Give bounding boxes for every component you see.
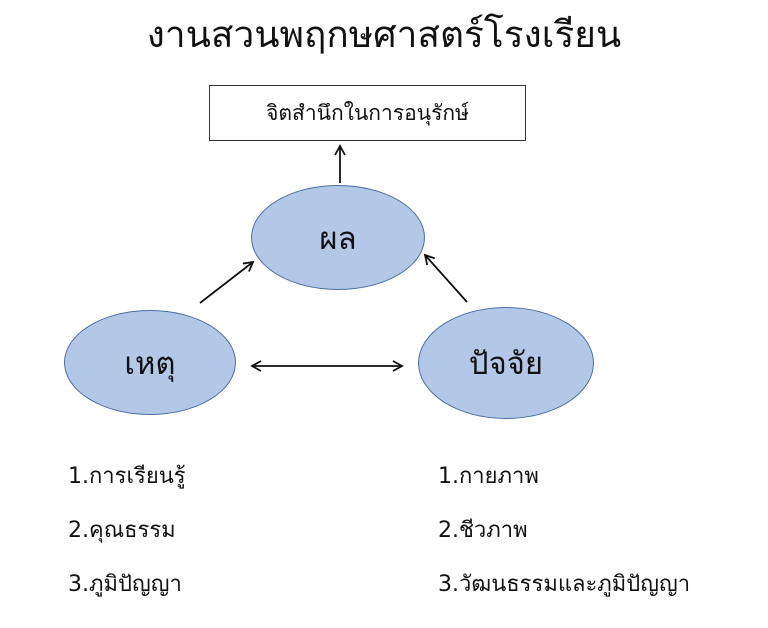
node-result-label: ผล: [319, 220, 357, 257]
node-cause-label: เหตุ: [124, 345, 176, 382]
arrow-factor-to-result: [423, 253, 468, 303]
list-item: 3.ภูมิปัญญา: [68, 572, 182, 597]
page-title: งานสวนพฤกษศาสตร์โรงเรียน: [146, 13, 622, 56]
list-item: 1.การเรียนรู้: [68, 464, 186, 489]
list-item: 3.วัฒนธรรมและภูมิปัญญา: [438, 572, 691, 597]
list-item: 2.คุณธรรม: [68, 518, 176, 543]
node-result: ผล: [251, 185, 425, 290]
arrow-cause-to-result: [199, 260, 255, 304]
node-cause: เหตุ: [64, 310, 236, 415]
outcome-box-label: จิตสำนึกในการอนุรักษ์: [266, 100, 469, 125]
outcome-box: จิตสำนึกในการอนุรักษ์: [209, 85, 526, 141]
list-item: 1.กายภาพ: [438, 464, 539, 489]
node-factor-label: ปัจจัย: [468, 346, 544, 382]
node-factor: ปัจจัย: [418, 307, 594, 419]
list-item: 2.ชีวภาพ: [438, 518, 528, 543]
